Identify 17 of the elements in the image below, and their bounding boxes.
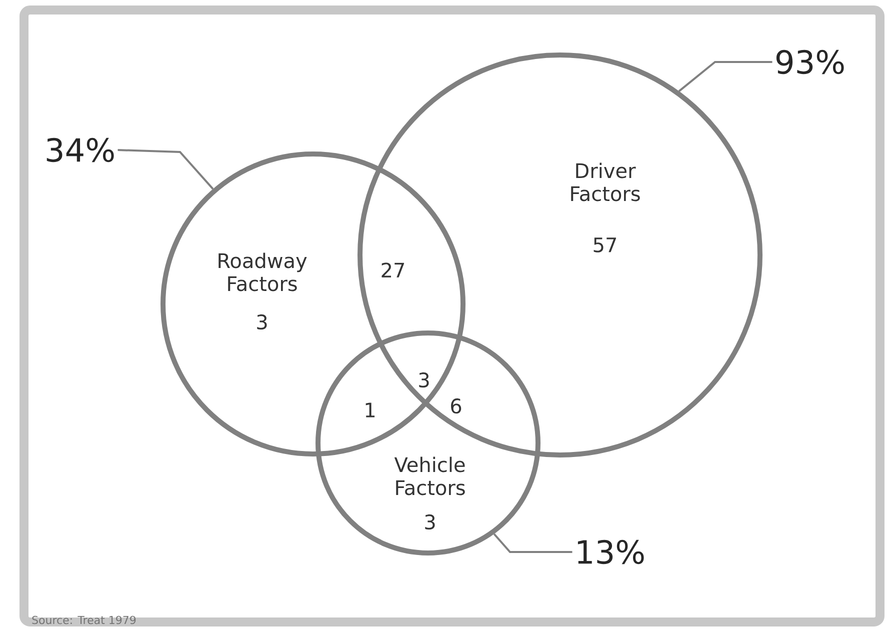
percent-label: 34% — [46, 138, 114, 162]
circle-label: 3 — [257, 314, 267, 330]
circle-label: 57 — [594, 238, 616, 252]
circle-label: 3 — [425, 514, 435, 530]
leader-line — [493, 533, 572, 553]
leader-line — [678, 61, 772, 92]
leader-line — [118, 148, 214, 190]
percent-label: 13% — [578, 540, 644, 564]
region-count: 27 — [382, 262, 404, 278]
circle-label: Roadway Factors — [218, 252, 307, 292]
circle-label: Driver Factors — [571, 162, 640, 202]
region-count: 3 — [419, 372, 429, 388]
source-note: Source: Treat 1979 — [32, 616, 136, 624]
circle-label: Vehicle Factors — [394, 456, 465, 496]
region-count: 6 — [451, 398, 462, 414]
region-count: 1 — [366, 402, 375, 418]
percent-label: 93% — [776, 50, 844, 74]
